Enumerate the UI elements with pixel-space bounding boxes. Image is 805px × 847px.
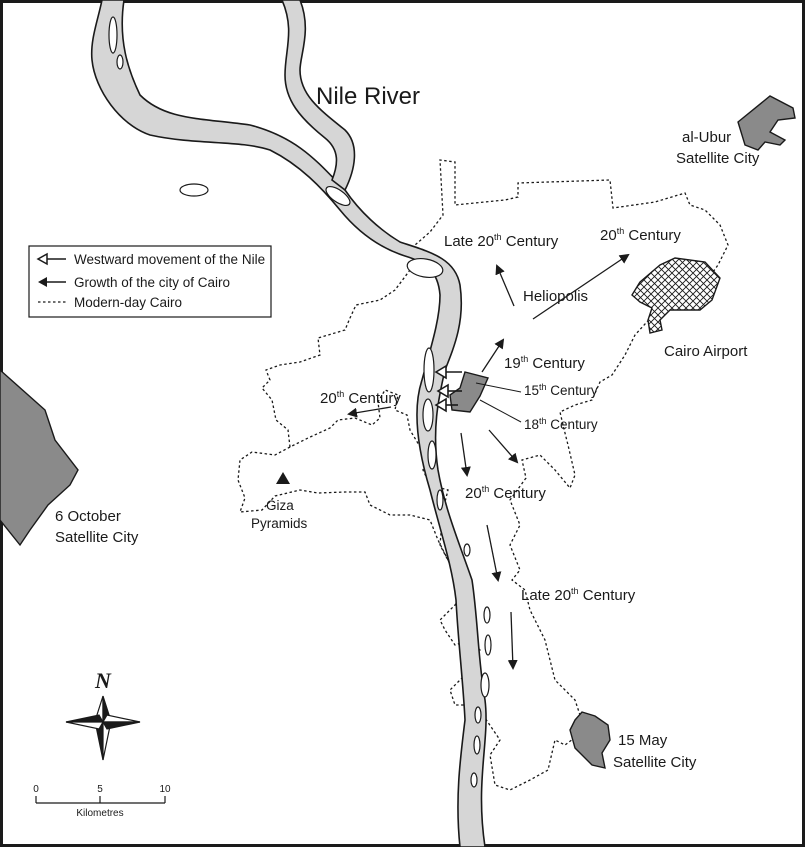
al-ubur-label: al-Ubur: [682, 129, 731, 146]
nile-shift-arrow-1: [434, 364, 462, 380]
six-october-area: [0, 369, 79, 547]
may15-area: [569, 711, 611, 769]
legend-label-modern: Modern-day Cairo: [74, 295, 182, 310]
growth-arrow-north: [495, 264, 515, 307]
legend: Westward movement of the Nile Growth of …: [28, 245, 272, 318]
nile-shift-arrow-3: [434, 397, 458, 413]
pointer-15th: [475, 382, 522, 393]
giza-outline: [237, 446, 453, 569]
legend-box: [28, 245, 272, 318]
growth-arrow-west: [347, 406, 392, 418]
growth-arrow-south2: [486, 524, 502, 582]
growth-arrow-south3: [507, 611, 518, 670]
20th-century-label-west: 20th Century: [320, 389, 401, 407]
scale-tick-0: 0: [33, 784, 39, 795]
historic-core: [449, 371, 489, 413]
scale-unit-label: Kilometres: [76, 808, 123, 819]
late-20th-label-south: Late 20th Century: [521, 586, 636, 604]
scale-bar: [35, 796, 166, 804]
river-islands: [108, 16, 492, 788]
nile-shift-arrows: [434, 364, 462, 413]
growth-arrows: [347, 253, 630, 670]
nile-river-label: Nile River: [316, 83, 420, 110]
legend-symbol-open-arrow: [36, 252, 66, 266]
al-ubur-label-2: Satellite City: [676, 150, 760, 167]
six-october-label: 6 October: [55, 508, 121, 525]
north-label: N: [94, 668, 112, 693]
growth-arrow-heliopolis: [532, 253, 630, 320]
legend-label-westward: Westward movement of the Nile: [74, 252, 265, 267]
compass-rose-icon: [65, 695, 141, 761]
nile-shift-arrow-2: [436, 383, 462, 399]
legend-symbol-solid-arrow: [38, 277, 66, 287]
scale-tick-10: 10: [159, 784, 171, 795]
growth-arrow-south1: [460, 432, 471, 477]
nile-river: [90, 0, 487, 847]
modern-cairo-outline: [261, 159, 729, 791]
heliopolis-label: Heliopolis: [523, 288, 588, 305]
growth-arrow-19th: [481, 338, 505, 373]
pyramids-label: Pyramids: [251, 516, 308, 531]
pyramid-icon: [276, 472, 290, 484]
15th-century-label: 15th Century: [524, 382, 598, 398]
cairo-airport-area: [631, 257, 721, 334]
legend-label-growth: Growth of the city of Cairo: [74, 275, 230, 290]
18th-century-label: 18th Century: [524, 416, 598, 432]
late-20th-label-north: Late 20th Century: [444, 232, 559, 250]
growth-arrow-southeast: [488, 429, 519, 464]
giza-label: Giza: [266, 498, 294, 513]
may15-label: 15 May: [618, 732, 668, 749]
20th-century-label-south: 20th Century: [465, 484, 546, 502]
nile-channel-north: [281, 0, 356, 192]
pointer-18th: [479, 399, 522, 423]
scale-tick-5: 5: [97, 784, 103, 795]
20th-century-label-northeast: 20th Century: [600, 226, 681, 244]
al-ubur-area: [737, 95, 796, 151]
cairo-airport-label: Cairo Airport: [664, 343, 748, 360]
may15-label-2: Satellite City: [613, 754, 697, 771]
19th-century-label: 19th Century: [504, 354, 585, 372]
six-october-label-2: Satellite City: [55, 529, 139, 546]
